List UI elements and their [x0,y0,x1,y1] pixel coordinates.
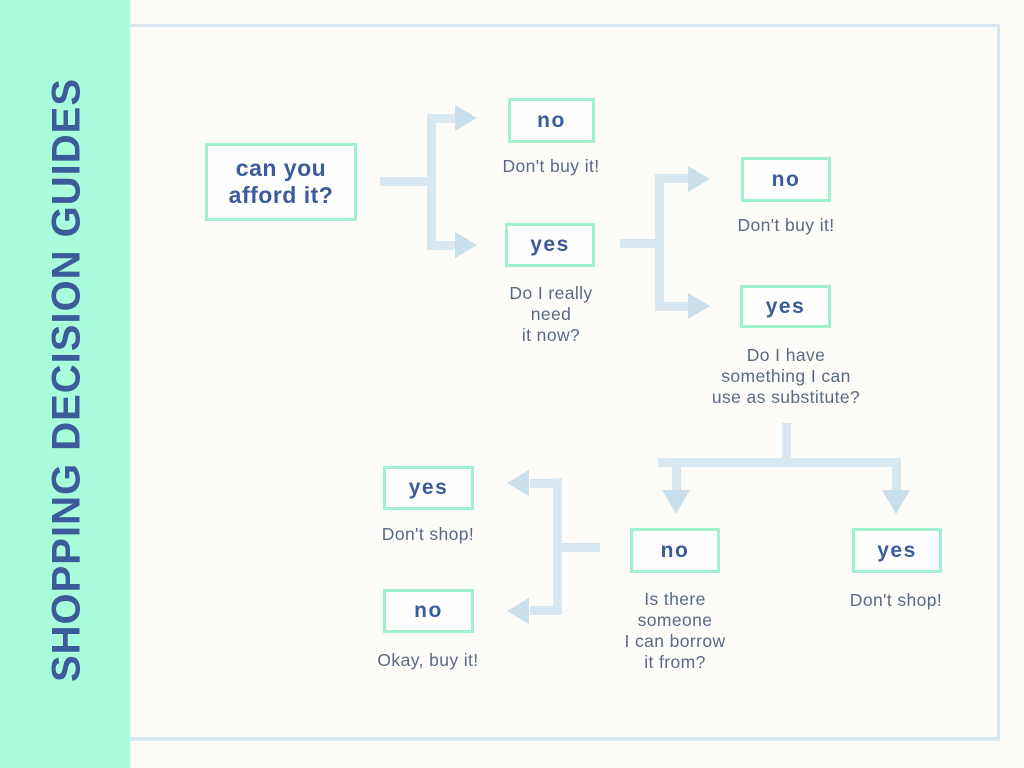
connector-segment [655,174,688,183]
arrow-left-icon [507,470,529,496]
connector-segment [658,458,898,467]
answer-label: yes [530,233,570,256]
caption-dont-shop-2: Don't shop! [849,590,943,610]
connector-segment [620,239,660,248]
answer-box-no-3: no [383,589,474,633]
connector-segment [427,114,455,123]
connector-segment [530,479,554,488]
answer-box-no-1: no [508,98,595,143]
connector-segment [380,177,432,186]
root-question-label: can you afford it? [228,155,334,208]
arrow-right-icon [688,293,710,319]
answer-box-yes-3: yes [383,466,474,510]
arrow-down-icon [882,490,910,514]
caption-need-it-now: Do I really need it now? [509,283,593,345]
answer-box-yes-4: yes [852,528,942,573]
caption-okay-buy-it: Okay, buy it! [377,650,479,670]
answer-label: yes [765,294,806,318]
answer-label: no [537,108,566,132]
caption-dont-buy-1: Don't buy it! [502,156,600,176]
connector-segment [553,478,562,615]
arrow-right-icon [688,166,710,192]
answer-box-no-2: no [741,157,831,202]
connector-segment [530,606,554,615]
caption-dont-buy-2: Don't buy it! [737,215,835,235]
answer-box-yes-1: yes [505,223,595,267]
caption-borrow: Is there someone I can borrow it from? [624,589,726,672]
connector-segment [562,543,600,552]
caption-substitute: Do I have something I can use as substit… [711,345,861,407]
answer-label: yes [408,476,449,499]
arrow-down-icon [662,490,690,514]
answer-label: yes [877,538,917,562]
sidebar-banner: SHOPPING DECISION GUIDES [0,0,130,768]
root-question-box: can you afford it? [205,143,357,221]
arrow-right-icon [455,105,477,131]
answer-label: no [771,167,801,191]
connector-segment [672,458,681,492]
answer-box-no-4: no [630,528,720,573]
connector-segment [782,423,791,467]
connector-segment [892,458,901,492]
caption-dont-shop-1: Don't shop! [381,524,475,544]
arrow-left-icon [507,598,529,624]
content-frame [130,24,1000,741]
connector-segment [655,302,688,311]
answer-label: no [414,599,443,622]
page-title: SHOPPING DECISION GUIDES [44,77,89,683]
connector-segment [427,114,436,250]
connector-segment [427,241,455,250]
answer-box-yes-2: yes [740,285,831,328]
answer-label: no [660,538,690,562]
connector-segment [655,174,664,311]
arrow-right-icon [455,232,477,258]
